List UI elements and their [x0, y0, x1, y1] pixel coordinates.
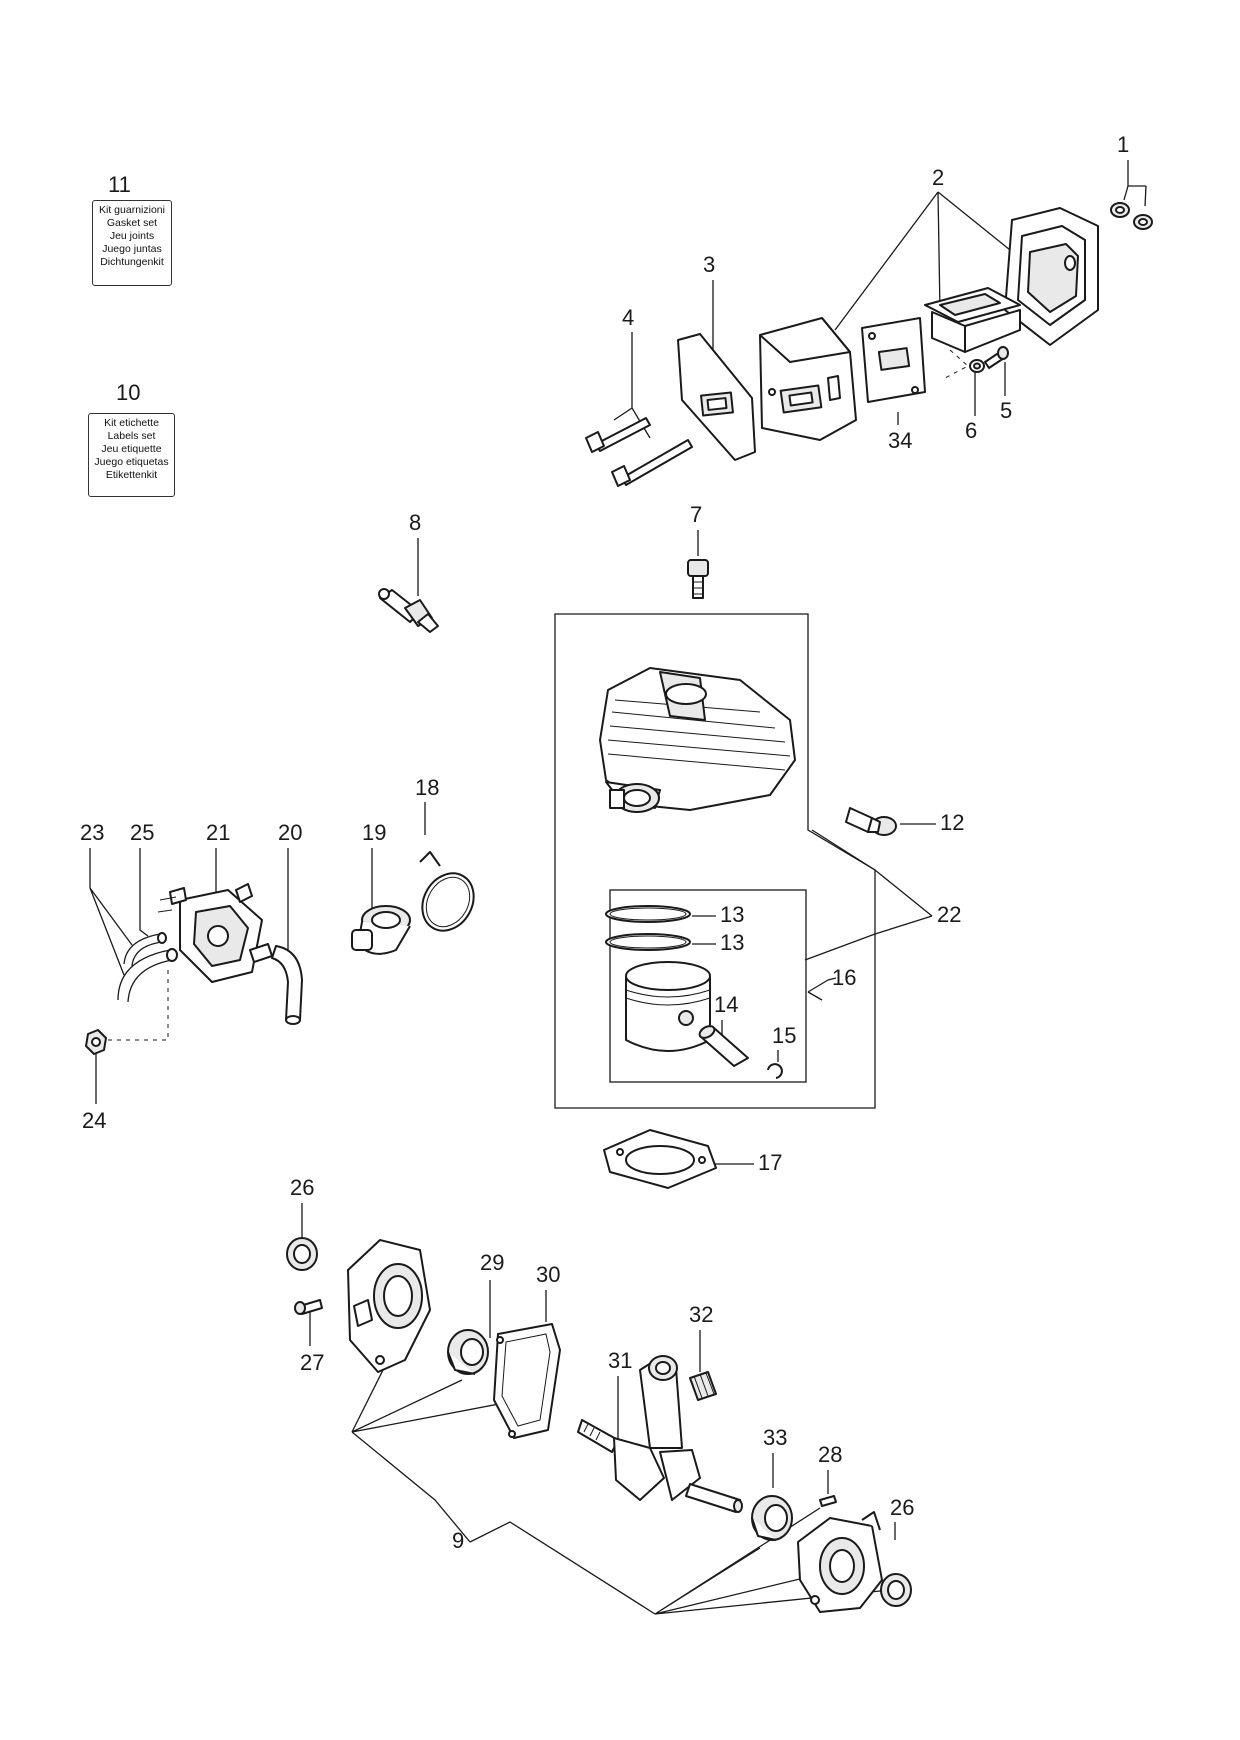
- bearing-part-33: [751, 1495, 793, 1541]
- callout-4: 4: [622, 305, 634, 330]
- crankcase-left: [347, 1239, 431, 1373]
- muffler-cover: [1004, 207, 1099, 346]
- callout-13a: 13: [720, 902, 744, 927]
- kit-10-line: Labels set: [107, 430, 156, 442]
- callout-7: 7: [690, 502, 702, 527]
- oil-seal-upper: [286, 1237, 318, 1271]
- piston: [625, 961, 711, 1052]
- callout-34: 34: [888, 428, 912, 453]
- callout-5: 5: [1000, 398, 1012, 423]
- callout-25: 25: [130, 820, 154, 845]
- bearing-part-29: [447, 1329, 489, 1375]
- callout-33: 33: [763, 1425, 787, 1450]
- washer-part-6: [969, 359, 985, 373]
- crankshaft: [577, 1355, 743, 1513]
- fuel-line-part-23: [117, 948, 178, 1003]
- callout-1: 1: [1117, 132, 1129, 157]
- dowel-pin: [819, 1495, 837, 1507]
- heat-shield: [924, 287, 1021, 353]
- callout-26a: 26: [290, 1175, 314, 1200]
- muffler-body: [759, 317, 857, 441]
- kit-10-line: Etikettenkit: [105, 469, 158, 481]
- spark-plug: [378, 588, 439, 633]
- kit-10-label: 10: [116, 380, 141, 405]
- kit-11-line: Kit guarnizioni: [99, 204, 165, 216]
- callout-6: 6: [965, 418, 977, 443]
- oil-seal-lower: [880, 1573, 912, 1607]
- intake-boot: [351, 905, 411, 955]
- callout-14: 14: [714, 992, 738, 1017]
- callout-26b: 26: [890, 1495, 914, 1520]
- kit-10-line: Jeu etiquette: [101, 443, 162, 455]
- clamp-ring: [419, 851, 475, 932]
- callout-32: 32: [689, 1302, 713, 1327]
- exhaust-plate: [677, 333, 756, 461]
- bolt-part-4: [585, 417, 693, 487]
- callout-15: 15: [772, 1023, 796, 1048]
- callout-16: 16: [832, 965, 856, 990]
- kit-10-line: Juego etiquetas: [94, 456, 169, 468]
- kit-11-box: Kit guarnizioni Gasket set Jeu joints Ju…: [92, 200, 172, 286]
- kit-11-line: Dichtungenkit: [100, 256, 164, 268]
- callout-30: 30: [536, 1262, 560, 1287]
- bolt-part-7: [687, 559, 709, 599]
- crankcase-gasket: [493, 1323, 561, 1439]
- callout-8: 8: [409, 510, 421, 535]
- callout-28: 28: [818, 1442, 842, 1467]
- callout-19: 19: [362, 820, 386, 845]
- kit-11-line: Jeu joints: [109, 230, 155, 242]
- callout-9: 9: [452, 1528, 464, 1553]
- callout-24: 24: [82, 1108, 106, 1133]
- nut-part-24: [85, 1029, 107, 1055]
- kit-11-label: 11: [108, 172, 131, 197]
- decompression-valve: [845, 807, 897, 836]
- callout-23: 23: [80, 820, 104, 845]
- nut-part-1: [1110, 202, 1153, 230]
- piston-kit-box: [609, 889, 807, 1083]
- fuel-line-part-25: [123, 932, 167, 967]
- piston-pin: [698, 1025, 749, 1067]
- callout-17: 17: [758, 1150, 782, 1175]
- crankcase-right: [797, 1511, 883, 1613]
- callout-12: 12: [940, 810, 964, 835]
- kit-10-line: Kit etichette: [104, 417, 159, 429]
- impulse-hose: [271, 945, 303, 1025]
- cylinder-gasket: [603, 1129, 717, 1189]
- callout-22: 22: [937, 902, 961, 927]
- kit-10-box: Kit etichette Labels set Jeu etiquette J…: [88, 413, 175, 497]
- piston-clip: [767, 1063, 783, 1079]
- callout-21: 21: [206, 820, 230, 845]
- callout-20: 20: [278, 820, 302, 845]
- kit-11-line: Juego juntas: [102, 243, 162, 255]
- kit-11-line: Gasket set: [106, 217, 158, 229]
- piston-rings: [605, 905, 691, 951]
- screw-part-27: [294, 1299, 323, 1315]
- callout-2: 2: [932, 165, 944, 190]
- carburetor: [157, 883, 273, 983]
- callout-3: 3: [703, 252, 715, 277]
- callout-31: 31: [608, 1348, 632, 1373]
- callout-13b: 13: [720, 930, 744, 955]
- callout-29: 29: [480, 1250, 504, 1275]
- muffler-gasket: [861, 317, 926, 403]
- screw-part-5: [984, 346, 1009, 369]
- cylinder: [599, 667, 796, 813]
- cylinder-kit-bracket: [554, 613, 876, 1109]
- callout-27: 27: [300, 1350, 324, 1375]
- callout-18: 18: [415, 775, 439, 800]
- needle-bearing: [689, 1371, 717, 1401]
